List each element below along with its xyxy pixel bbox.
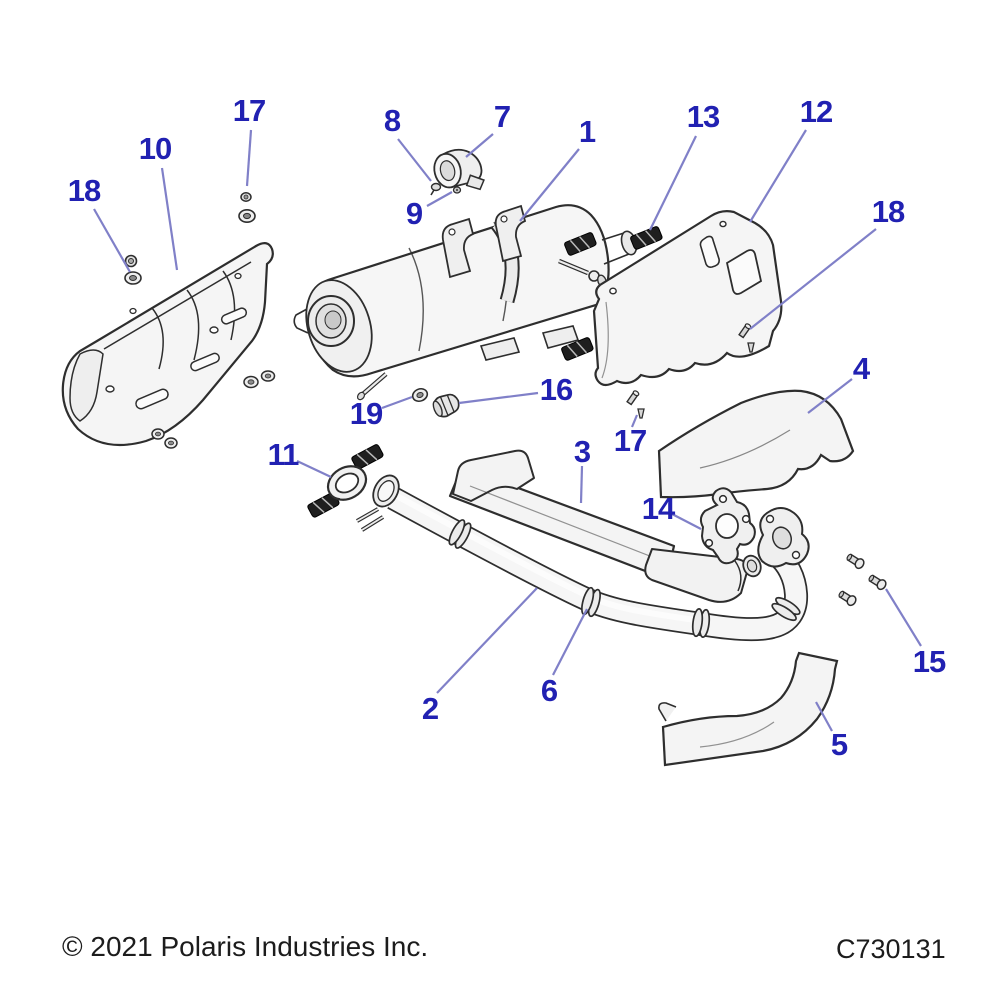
rubber-mount <box>351 444 384 470</box>
outlet-cap <box>433 148 485 191</box>
leader-line-12 <box>749 129 807 223</box>
callout-5: 5 <box>830 727 848 762</box>
leader-line-14 <box>671 513 702 530</box>
rubber-mount <box>564 232 597 256</box>
cap-screw <box>452 186 462 194</box>
exhaust-pipe-assembly <box>356 474 810 642</box>
callout-14: 14 <box>641 491 675 526</box>
callout-16: 16 <box>539 372 573 407</box>
pipe-clamp <box>691 608 711 638</box>
screw-pair-right <box>738 323 755 353</box>
leader-line-6 <box>552 608 588 676</box>
rubber-mount <box>630 226 663 250</box>
flange-gasket <box>699 487 756 565</box>
leader-line-2 <box>436 587 538 694</box>
callout-12: 12 <box>799 94 833 129</box>
rubber-mount <box>561 337 594 361</box>
exhaust-seal-ring <box>326 465 368 501</box>
pipe-clamp <box>581 586 601 618</box>
grommet <box>432 393 460 418</box>
callout-6: 6 <box>540 673 558 708</box>
leader-line-4 <box>807 378 853 414</box>
washer-pair-lower <box>151 428 178 449</box>
washer-pair-upper <box>243 370 276 389</box>
callout-11: 11 <box>267 437 300 472</box>
headpipe-shield-upper <box>657 389 855 499</box>
diagram-code: C730131 <box>836 934 946 964</box>
leader-line-7 <box>465 133 494 158</box>
callout-4: 4 <box>852 351 870 386</box>
leader-line-9 <box>426 191 453 207</box>
pipe-clamp <box>771 596 801 622</box>
cap-bolt <box>430 182 442 196</box>
pipe-flange <box>757 507 810 568</box>
leader-line-17 <box>630 414 639 428</box>
callout-13: 13 <box>686 99 720 134</box>
leader-line-3 <box>579 465 584 504</box>
copyright-text: © 2021 Polaris Industries Inc. <box>62 931 429 962</box>
callout-18: 18 <box>871 194 905 229</box>
leader-line-15 <box>885 588 922 647</box>
screw-and-washer-top <box>238 192 256 224</box>
leader-line-10 <box>160 167 179 271</box>
callout-17: 17 <box>232 93 266 128</box>
callout-7: 7 <box>493 99 511 134</box>
leader-line-17 <box>245 129 253 187</box>
leader-line-5 <box>815 701 833 732</box>
leader-line-16 <box>458 391 539 405</box>
flange-bolt <box>868 574 887 591</box>
pipe-stub <box>742 554 762 578</box>
pipe-shield-center <box>448 449 749 603</box>
heat-shield-left <box>61 242 274 447</box>
leader-line-8 <box>397 138 432 182</box>
callout-1: 1 <box>578 114 596 149</box>
callout-19: 19 <box>349 396 383 431</box>
leader-line-11 <box>296 460 332 478</box>
leader-line-18 <box>749 228 877 330</box>
leader-line-19 <box>381 395 413 410</box>
flange-bolt <box>846 553 865 570</box>
callout-9: 9 <box>405 196 423 231</box>
callout-17: 17 <box>613 423 647 458</box>
callout-2: 2 <box>421 691 439 726</box>
nut-and-washer-left <box>124 254 142 285</box>
leader-lines <box>93 129 922 732</box>
pipe-clamp <box>448 519 472 549</box>
callout-18: 18 <box>67 173 101 208</box>
leader-line-18 <box>93 208 131 273</box>
callout-8: 8 <box>383 103 401 138</box>
flange-bolt <box>838 590 857 607</box>
headpipe-shield-lower <box>658 651 839 767</box>
callout-15: 15 <box>912 644 946 679</box>
callout-3: 3 <box>573 434 591 469</box>
leader-line-13 <box>649 135 697 231</box>
washer <box>411 387 429 403</box>
leader-line-1 <box>519 148 580 222</box>
muffler <box>293 204 638 401</box>
screw-pair-center <box>626 390 645 419</box>
callout-10: 10 <box>138 131 172 166</box>
heat-shield-right <box>592 210 783 387</box>
